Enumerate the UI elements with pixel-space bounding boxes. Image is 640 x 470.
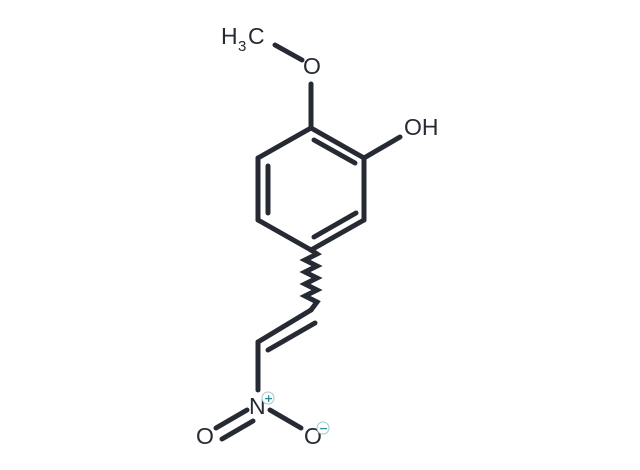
- bond-vinyl-1: [255, 307, 314, 345]
- methoxy-oxygen-label: O: [303, 53, 321, 79]
- bond-n-o-double-1: [213, 407, 250, 431]
- hydroxyl-label: OH: [404, 114, 439, 140]
- bond-n-o-single: [267, 407, 304, 431]
- methyl-h-label: H: [221, 23, 238, 49]
- nitrogen-charge-ring: [261, 391, 275, 405]
- nitrogen-label: N: [249, 393, 266, 419]
- ring-inner-bond-a: [311, 137, 358, 166]
- nitro-oxygen-double-label: O: [196, 423, 214, 449]
- ring-bond-3: [308, 217, 367, 253]
- oxygen-charge-ring: [316, 421, 330, 435]
- bond-methyl-o: [272, 42, 305, 63]
- oxygen-charge: −: [319, 422, 328, 435]
- bond-ring-oh: [361, 134, 403, 161]
- bond-n-o-double-2: [219, 418, 256, 442]
- nitrogen-charge: +: [264, 392, 273, 405]
- wavy-bond: [299, 247, 323, 313]
- ring-bond-6: [255, 125, 314, 161]
- methyl-c-label: C: [248, 23, 265, 49]
- ring-bond-4: [255, 217, 314, 253]
- ring-bond-1: [308, 125, 367, 161]
- bond-vinyl-2: [265, 320, 318, 353]
- methyl-subscript-label: 3: [238, 38, 246, 55]
- ring-inner-bond-b: [311, 210, 359, 240]
